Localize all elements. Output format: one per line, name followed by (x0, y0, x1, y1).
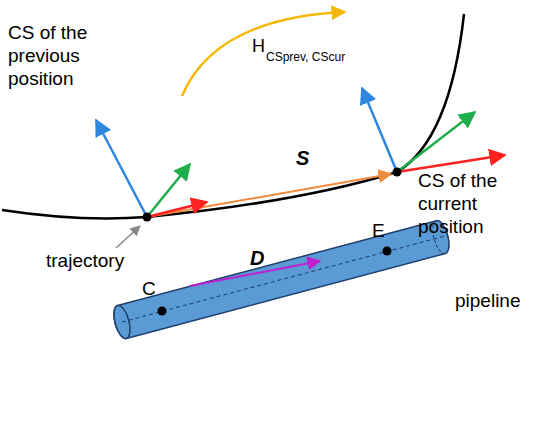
point-label: E (372, 220, 385, 243)
transform-subscript: CSprev, CScur (266, 50, 345, 64)
vector-label: S (296, 146, 309, 170)
z-axis (96, 120, 147, 217)
trajectory-label: trajectory (46, 250, 124, 273)
pipeline-cylinder (111, 219, 452, 340)
z-axis (362, 88, 397, 172)
x-axis (397, 155, 505, 172)
trajectory-curve (2, 14, 464, 218)
point-dot (158, 307, 167, 316)
transform-symbol: H (252, 36, 265, 58)
pipeline-label: pipeline (455, 290, 521, 313)
origin-dot (143, 213, 152, 222)
point-dot (383, 247, 392, 256)
cs-label: CS of the previous position (8, 22, 148, 90)
transform-arrow (182, 12, 345, 96)
cs-label: CS of the current position (418, 170, 546, 238)
origin-dot (393, 168, 402, 177)
displacement-vector (147, 174, 391, 217)
point-label: C (142, 278, 156, 301)
y-axis (397, 112, 475, 172)
leader-arrow (116, 226, 140, 248)
vector-label: D (250, 246, 264, 270)
y-axis (147, 164, 190, 217)
